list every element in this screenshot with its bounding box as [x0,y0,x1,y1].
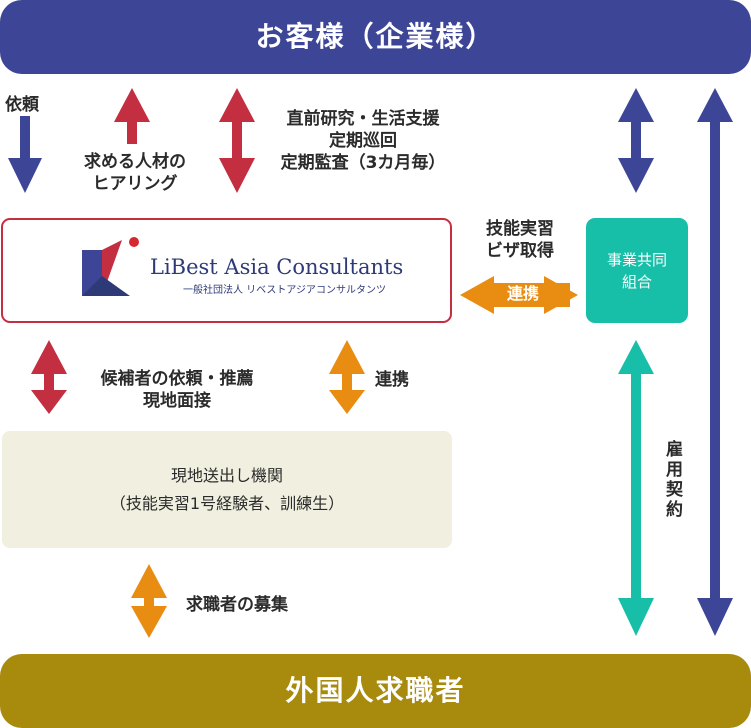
org-name: LiBest Asia Consultants [150,255,404,279]
visa-label: 技能実習 ビザ取得 [486,219,554,261]
org-sub: 一般社団法人 リベストアジアコンサルタンツ [183,285,386,296]
coop-customer-arrow [618,88,654,193]
recruit-label: 求職者の募集 [186,595,288,615]
coop-worker-arrow [618,340,654,636]
renkei-horizontal-arrow [460,276,578,314]
customer-bar: お客様（企業様） [0,0,751,74]
request-arrow [8,116,42,193]
agency-box: 現地送出し機関 （技能実習1号経験者、訓練生） [2,431,452,548]
libest-org-box [1,218,452,323]
agency-title: 現地送出し機関 [170,465,283,485]
coop-box: 事業共同 組合 [586,218,688,323]
candidates-arrow [31,340,67,414]
hearing-label: 求める人材の ヒアリング [84,152,186,194]
recruit-arrow [131,564,167,638]
libest-logo-icon [82,237,139,296]
renkei-badge: 連携 [506,284,539,303]
support-arrow [219,88,255,193]
renkei-vertical-arrow [329,340,365,414]
candidates-label: 候補者の依頼・推薦 現地面接 [100,369,254,411]
support-label: 直前研究・生活支援 定期巡回 定期監査（3カ月毎） [280,109,446,173]
agency-subtitle: （技能実習1号経験者、訓練生） [109,493,345,513]
employment-arrow [697,88,733,636]
employment-label: 雇用契約 [662,440,682,520]
renkei-label: 連携 [375,370,409,390]
job-seeker-bar: 外国人求職者 [0,654,751,728]
request-label: 依頼 [5,95,39,115]
hearing-arrow [114,88,150,144]
